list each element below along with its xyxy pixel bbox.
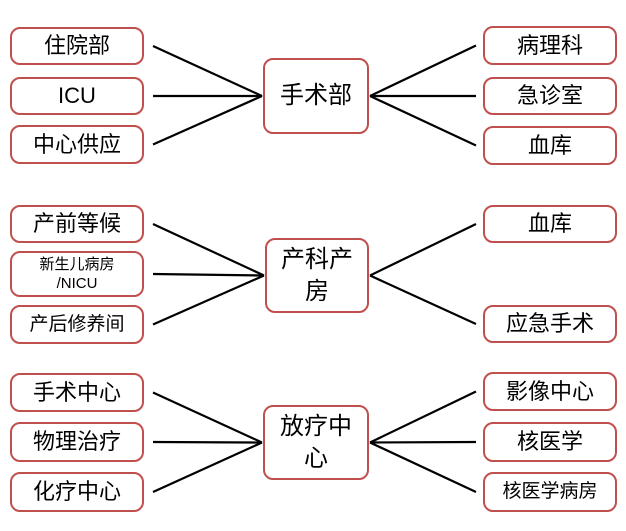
node-nuclear-medicine: 核医学 [483,422,617,462]
node-nuclear-medicine-ward: 核医学病房 [483,472,617,512]
node-surgery-dept: 手术部 [263,58,369,134]
node-blood-bank: 血库 [483,126,617,165]
node-chemo-center: 化疗中心 [10,472,144,512]
node-imaging-center: 影像中心 [483,372,617,411]
node-emergency-surgery: 应急手术 [483,305,617,343]
node-central-supply: 中心供应 [10,125,144,164]
node-icu: ICU [10,77,144,115]
node-surgery-center: 手术中心 [10,373,144,412]
node-pathology: 病理科 [483,26,617,65]
node-obstetrics-delivery: 产科产房 [265,238,369,313]
node-emergency-room: 急诊室 [483,77,617,115]
node-prenatal-waiting: 产前等候 [10,205,144,243]
node-inpatient-dept: 住院部 [10,27,144,65]
node-nicu-ward: 新生儿病房 /NICU [10,251,144,297]
node-physical-therapy: 物理治疗 [10,422,144,462]
node-postpartum-recovery: 产后修养间 [10,305,144,344]
node-radiotherapy-center: 放疗中心 [263,405,369,480]
node-blood-bank-2: 血库 [483,205,617,243]
